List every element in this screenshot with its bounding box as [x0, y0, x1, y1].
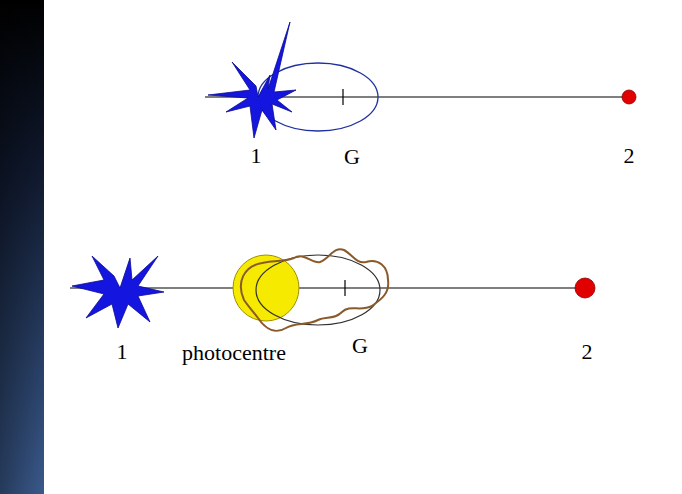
primary-star	[72, 256, 164, 328]
side-shade	[0, 0, 44, 494]
star-number: 1	[117, 341, 128, 363]
barycentre-label: G	[344, 146, 360, 168]
photocentre-path	[241, 249, 388, 331]
barycentre-tick	[342, 89, 343, 105]
photocentre-disc	[233, 255, 299, 321]
side-band	[0, 0, 44, 494]
orbit-ellipse	[256, 255, 380, 325]
star-number: 2	[582, 341, 593, 363]
secondary-star	[575, 278, 595, 298]
primary-star	[208, 22, 296, 138]
star-number: 1	[251, 145, 262, 167]
photocentre-label: photocentre	[182, 342, 286, 364]
barycentre-tick	[344, 280, 345, 296]
barycentre-label: G	[352, 335, 368, 357]
secondary-star	[622, 90, 636, 104]
star-number: 2	[624, 145, 635, 167]
